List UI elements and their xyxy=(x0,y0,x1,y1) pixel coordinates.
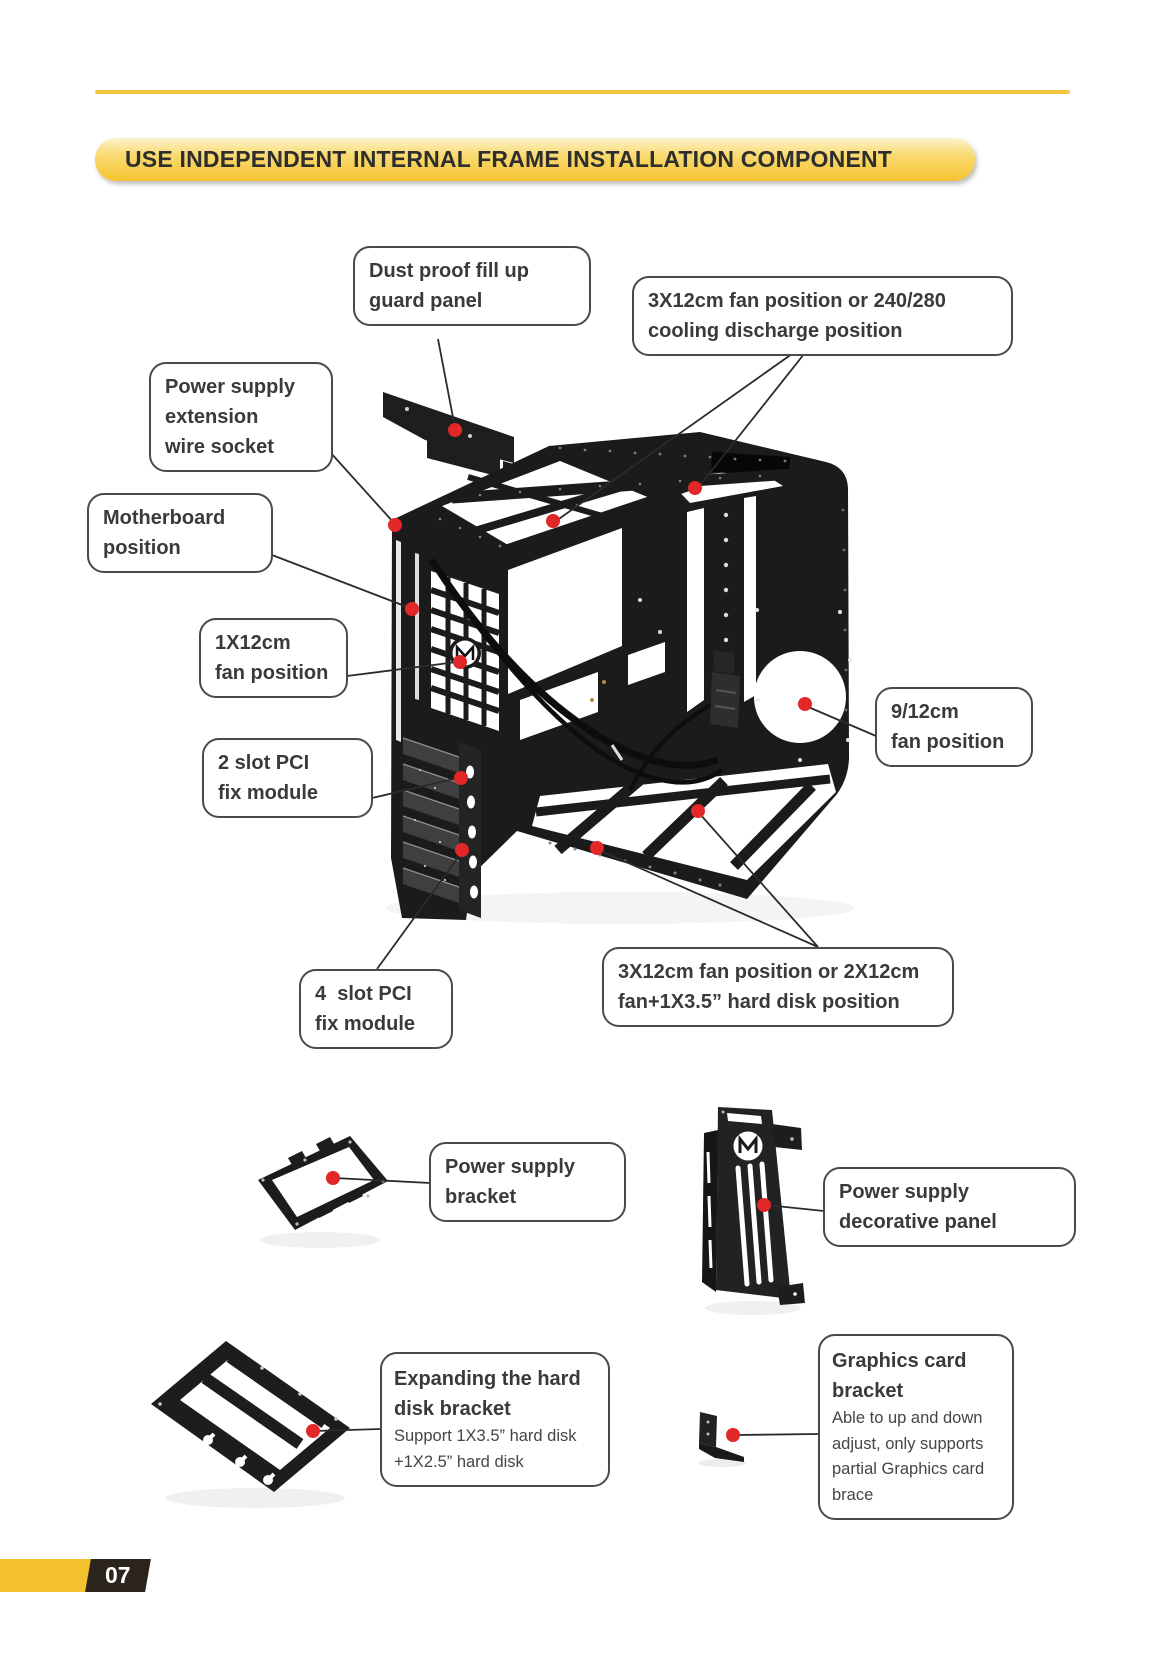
callout-text: extension xyxy=(165,406,259,428)
footer-accent-bar xyxy=(0,1559,97,1592)
front-fan-grid xyxy=(430,571,500,731)
page-number: 07 xyxy=(105,1562,131,1588)
callout-text: 3X12cm fan position or 2X12cm xyxy=(618,961,920,983)
callout-text: 1X12cm xyxy=(215,632,291,654)
callout-text: Power supply xyxy=(165,376,296,398)
callout-text: position xyxy=(103,537,181,559)
callout-body: +1X2.5” hard disk xyxy=(394,1452,524,1471)
callout-2slot-pci-module: 2 slot PCI fix module xyxy=(202,738,373,818)
callout-9-12-fan-position: 9/12cm fan position xyxy=(875,687,1033,767)
callout-text: guard panel xyxy=(369,290,483,312)
callout-text: Dust proof fill up xyxy=(369,260,529,282)
callout-text: decorative panel xyxy=(839,1211,997,1233)
ps-decor-panel-part xyxy=(702,1107,805,1305)
callout-dust-panel: Dust proof fill up guard panel xyxy=(353,246,591,326)
callout-ps-bracket: Power supply bracket xyxy=(429,1142,626,1222)
gpu-bracket-part xyxy=(699,1412,744,1462)
leader-lines xyxy=(271,338,877,1436)
callout-text: cooling discharge position xyxy=(648,320,903,342)
callout-text: fan position xyxy=(891,731,1005,753)
marker-dots xyxy=(306,423,812,1442)
callout-gpu-bracket: Graphics card bracket Able to up and dow… xyxy=(818,1334,1014,1521)
hdd-bracket-part xyxy=(151,1341,350,1492)
callout-body: brace xyxy=(832,1485,874,1504)
floor-lattice xyxy=(532,764,836,887)
callout-text: wire socket xyxy=(165,436,274,458)
cable-bundle xyxy=(429,558,724,791)
ps-bracket-part xyxy=(258,1136,388,1230)
callout-body: adjust, only supports xyxy=(832,1434,984,1453)
callout-title: Expanding the hard xyxy=(394,1368,581,1390)
brand-logo-icon xyxy=(455,643,475,660)
ground-shadows xyxy=(165,892,855,1508)
callout-text: bracket xyxy=(445,1186,517,1208)
brand-logo-icon xyxy=(738,1134,758,1153)
callout-top-fan-position: 3X12cm fan position or 240/280 cooling d… xyxy=(632,276,1013,356)
callout-text: fan+1X3.5” hard disk position xyxy=(618,991,900,1013)
callout-1x12-fan-position: 1X12cm fan position xyxy=(199,618,348,698)
callout-title: Graphics card xyxy=(832,1350,967,1372)
callout-hdd-expand-bracket: Expanding the hard disk bracket Support … xyxy=(380,1352,610,1488)
callout-body: Able to up and down xyxy=(832,1409,983,1427)
callout-text: 2 slot PCI xyxy=(218,752,310,774)
callout-text: Power supply xyxy=(445,1156,576,1178)
section-title-pill: USE INDEPENDENT INTERNAL FRAME INSTALLAT… xyxy=(95,138,975,181)
section-title: USE INDEPENDENT INTERNAL FRAME INSTALLAT… xyxy=(125,146,893,172)
callout-body: partial Graphics card xyxy=(832,1460,985,1479)
callout-ps-decorative-panel: Power supply decorative panel xyxy=(823,1167,1076,1247)
callout-text: Power supply xyxy=(839,1181,970,1203)
rear-fan-opening xyxy=(754,651,846,743)
callout-text: fix module xyxy=(218,782,319,804)
callout-floor-fan-position: 3X12cm fan position or 2X12cm fan+1X3.5”… xyxy=(602,947,954,1027)
top-accent-rule xyxy=(95,90,1070,94)
callout-motherboard-position: Motherboard position xyxy=(87,493,273,573)
pci-slot-modules xyxy=(402,737,481,918)
page-number-badge: 07 xyxy=(85,1559,151,1592)
callout-text: fix module xyxy=(315,1013,416,1035)
fan-hub xyxy=(710,650,740,728)
callout-text: 4 slot PCI xyxy=(315,983,412,1005)
callout-4slot-pci-module: 4 slot PCI fix module xyxy=(299,969,453,1049)
callout-text: 9/12cm xyxy=(891,701,959,723)
callout-title: bracket xyxy=(832,1380,904,1402)
callout-psu-extension-socket: Power supply extension wire socket xyxy=(149,362,333,472)
callout-body: Support 1X3.5” hard disk xyxy=(394,1427,577,1445)
callout-text: 3X12cm fan position or 240/280 xyxy=(648,290,946,312)
case-illustration xyxy=(391,432,852,920)
callout-title: disk bracket xyxy=(394,1398,511,1420)
callout-text: Motherboard xyxy=(103,507,226,529)
callout-text: fan position xyxy=(215,662,329,684)
